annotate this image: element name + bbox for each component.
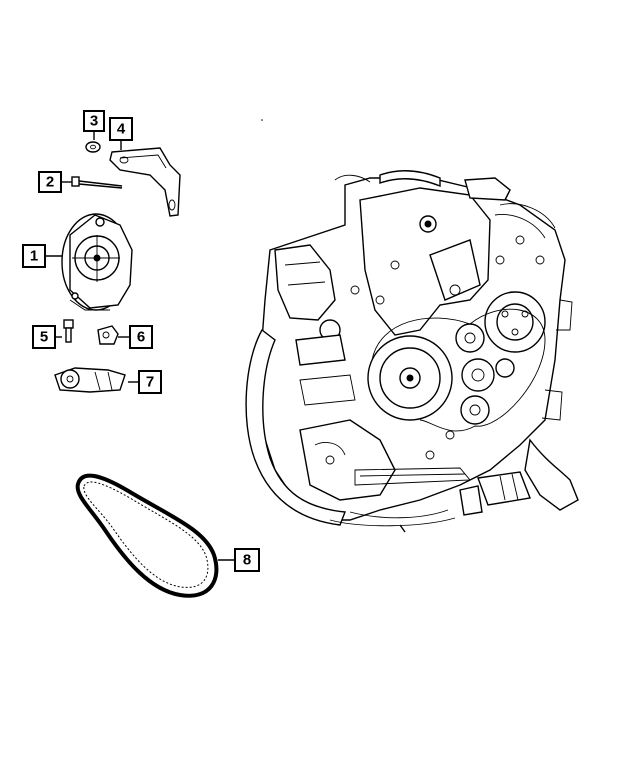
callout-4[interactable]: 4 [109,117,133,141]
callout-1-label: 1 [30,248,38,265]
long-bolt-part [71,176,123,189]
callout-1[interactable]: 1 [22,244,46,268]
callout-6-label: 6 [137,329,145,346]
callout-6[interactable]: 6 [129,325,153,349]
short-bolt-part [63,319,74,343]
engine-assembly [245,170,579,533]
bracket-part [109,147,181,217]
callout-2-label: 2 [46,174,54,191]
nut-clip-part [97,325,119,345]
belt-tensioner-part [54,367,126,393]
callout-5-label: 5 [40,329,48,346]
washer-part [85,141,101,153]
callout-3-label: 3 [90,113,98,130]
callout-7[interactable]: 7 [138,370,162,394]
alternator-part [61,213,133,311]
callout-5[interactable]: 5 [32,325,56,349]
drive-belt-part [75,473,219,598]
callout-8[interactable]: 8 [234,548,260,572]
callout-4-label: 4 [117,121,126,138]
callout-3[interactable]: 3 [83,110,105,132]
callout-7-label: 7 [146,374,154,391]
callout-8-label: 8 [243,552,251,569]
speck [261,119,263,121]
callout-2[interactable]: 2 [38,171,62,193]
